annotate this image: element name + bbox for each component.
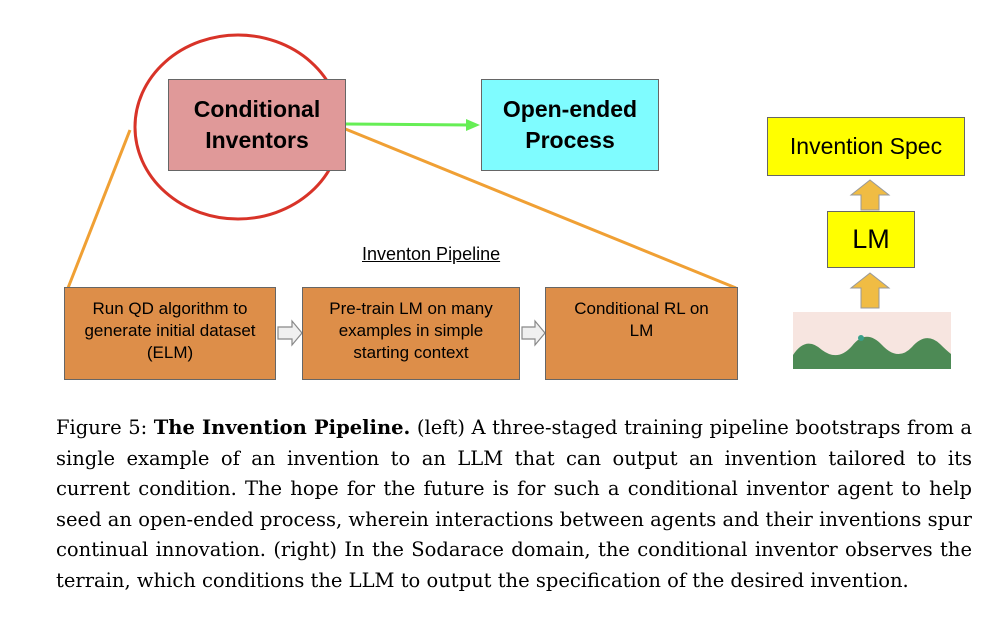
agent-marker-icon (858, 335, 864, 341)
pipeline-title: Inventon Pipeline (362, 244, 501, 264)
open-ended-process-line2: Process (525, 127, 615, 153)
stage-1-line2: generate initial dataset (84, 321, 256, 340)
stage-3-line2: LM (629, 321, 654, 340)
zoom-line-right (337, 124, 737, 290)
up-arrow-top (849, 179, 891, 211)
stage-box-3: Conditional RL on LM (545, 287, 738, 380)
caption-body: (left) A three-staged training pipeline … (56, 416, 972, 592)
caption-label: Figure 5: (56, 416, 148, 439)
stage-box-1: Run QD algorithm to generate initial dat… (64, 287, 276, 380)
stage-2-line1: Pre-train LM on many (329, 299, 493, 318)
flow-arrow-head (466, 119, 480, 131)
up-arrow-bottom (849, 272, 891, 309)
lm-box: LM (827, 211, 915, 268)
stage-2-line2: examples in simple (338, 321, 484, 340)
stage-1-line1: Run QD algorithm to (92, 299, 248, 318)
open-ended-process-box: Open-ended Process (481, 79, 659, 171)
lm-label: LM (852, 224, 890, 254)
open-ended-process-line1: Open-ended (502, 96, 638, 122)
terrain-image (793, 312, 951, 369)
stage-arrow-2 (521, 319, 546, 347)
stage-2-line3: starting context (353, 343, 469, 362)
conditional-inventors-line1: Conditional (193, 96, 321, 122)
stage-3-line1: Conditional RL on (574, 299, 709, 318)
stage-box-2: Pre-train LM on many examples in simple … (302, 287, 520, 380)
caption-title: The Invention Pipeline. (153, 416, 411, 439)
flow-arrow-line (345, 122, 471, 127)
pipeline-diagram (66, 33, 951, 369)
conditional-inventors-line2: Inventors (205, 127, 309, 153)
stage-1-line3: (ELM) (146, 343, 194, 362)
stage-arrow-1 (277, 319, 303, 347)
invention-spec-label: Invention Spec (789, 133, 943, 159)
conditional-inventors-box: Conditional Inventors (168, 79, 346, 171)
figure-caption: Figure 5: The Invention Pipeline. (left)… (56, 413, 972, 596)
invention-spec-box: Invention Spec (767, 117, 965, 176)
zoom-line-left (66, 129, 132, 289)
